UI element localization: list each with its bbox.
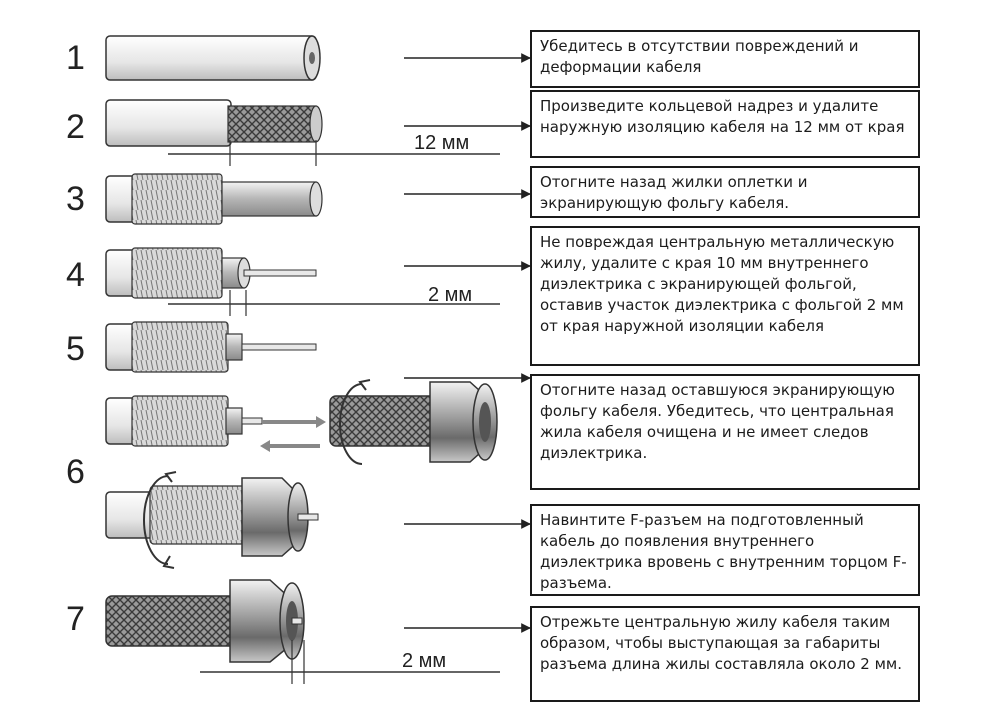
step-number-3: 3 — [66, 180, 85, 218]
instruction-box-5: Отогните назад оставшуюся экранирующую ф… — [530, 374, 920, 490]
step6-assembly — [105, 471, 319, 569]
step-number-2: 2 — [66, 108, 85, 146]
instruction-box-1: Убедитесь в отсутствии повреждений и деф… — [530, 30, 920, 88]
step-number-7: 7 — [66, 600, 85, 638]
step5-cable — [105, 321, 317, 373]
dimension-2mm-dielectric-label: 2 мм — [428, 284, 473, 306]
leader-arrows — [404, 53, 531, 633]
step5b-cable-and-connector — [105, 379, 498, 465]
step1-cable — [105, 35, 321, 81]
step2-cable — [105, 99, 500, 166]
instruction-box-2: Произведите кольцевой надрез и удалите н… — [530, 90, 920, 158]
dimension-12mm-label: 12 мм — [414, 132, 470, 154]
dimension-2mm-core-label: 2 мм — [402, 650, 447, 672]
step-number-6: 6 — [66, 453, 85, 491]
step-number-1: 1 — [66, 39, 85, 77]
step-number-4: 4 — [66, 256, 85, 294]
step7-assembly — [105, 579, 500, 684]
instruction-box-6: Навинтите F-разъем на подготовленный каб… — [530, 504, 920, 596]
step-number-5: 5 — [66, 330, 85, 368]
instruction-box-3: Отогните назад жилки оплетки и экранирую… — [530, 166, 920, 218]
instruction-box-4: Не повреждая центральную металлическую ж… — [530, 226, 920, 366]
step4-cable — [105, 247, 500, 316]
step3-cable — [105, 173, 323, 225]
instruction-box-7: Отрежьте центральную жилу кабеля таким о… — [530, 606, 920, 702]
